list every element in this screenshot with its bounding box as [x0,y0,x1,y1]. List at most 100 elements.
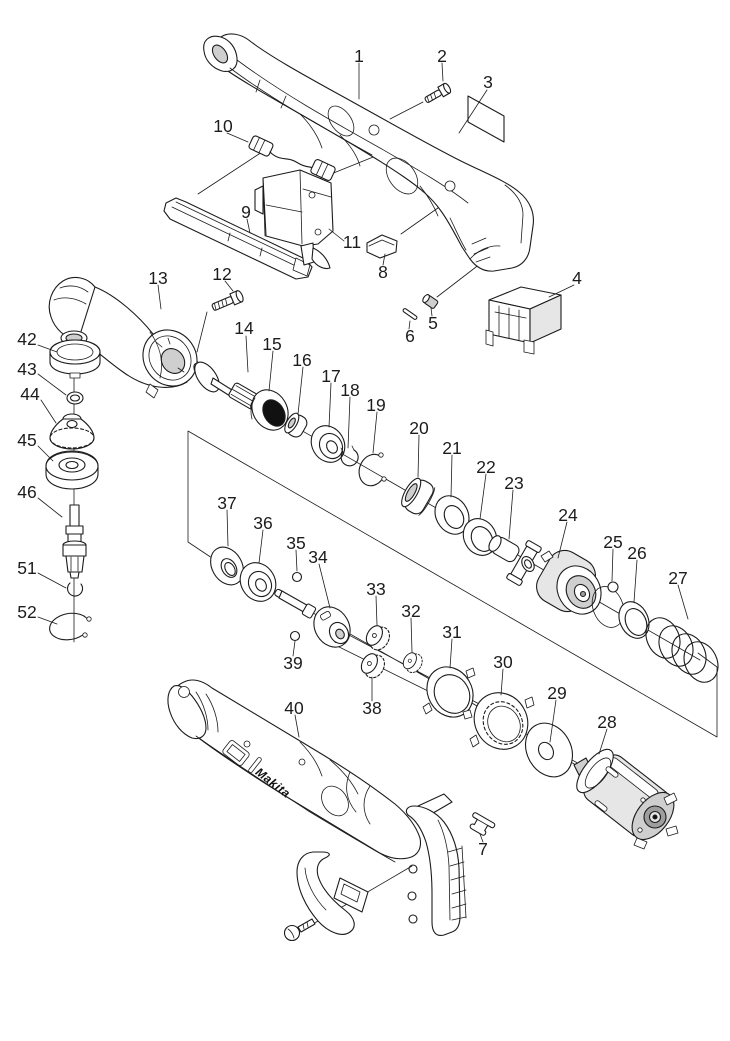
part-27-compression-spring [645,617,719,683]
part-label-34: 34 [308,547,328,567]
part-3-name-plate [467,95,505,143]
part-34-spindle-carrier [274,588,351,648]
part-label-7: 7 [478,839,488,859]
part-40-lower-housing: Makita [167,679,467,936]
part-label-11: 11 [343,232,361,252]
part-14-bevel-gear-shaft [193,361,261,410]
part-label-19: 19 [366,395,385,415]
part-5-pin-holder [422,294,439,309]
part-45-ball-bearing [45,450,99,490]
part-label-52: 52 [17,602,36,622]
part-label-1: 1 [354,46,364,66]
part-15-ring [250,389,289,431]
part-30-internal-gear [469,692,535,750]
assembly-bracket-lines [187,430,718,738]
part-label-13: 13 [148,268,167,288]
part-6-pin [402,308,418,320]
part-16-sleeve [284,412,308,438]
part-label-31: 31 [442,622,461,642]
part-46-spindle [62,504,87,579]
part-label-38: 38 [362,698,381,718]
part-35-steel-ball [291,571,303,583]
part-23-cam [488,535,542,586]
part-label-28: 28 [597,712,616,732]
part-label-29: 29 [547,683,566,703]
part-label-26: 26 [627,543,646,563]
part-25-steel-ball [591,581,625,628]
part-label-44: 44 [20,384,40,404]
part-label-25: 25 [603,532,622,552]
part-label-27: 27 [668,568,687,588]
part-51-c-ring [66,582,84,597]
part-33-planet-gear [365,625,390,651]
part-label-24: 24 [558,505,578,525]
part-12-bolt [211,290,244,311]
part-29-insulation-washer [524,722,574,778]
part-label-40: 40 [284,698,304,718]
part-9-slide-bar [163,197,313,280]
part-label-42: 42 [17,329,36,349]
part-32-planet-gear [402,652,423,673]
part-11-switch [254,169,334,270]
belt-hook [296,851,369,935]
part-8-button [366,234,398,259]
part-37-flat-washer [210,546,244,586]
part-2-screw [424,82,452,103]
part-label-15: 15 [262,334,281,354]
part-38-planet-gear [360,653,385,679]
part-label-10: 10 [213,116,233,136]
part-31-ring-gear [422,666,476,720]
part-26-ring [618,601,650,639]
part-label-21: 21 [442,438,461,458]
part-label-30: 30 [493,652,513,672]
part-43-o-ring [66,391,84,405]
part-4-terminal-block [485,286,562,355]
part-24-clutch-housing [536,549,602,615]
part-1-upper-housing [203,33,534,272]
part-label-17: 17 [321,366,340,386]
part-label-46: 46 [17,482,36,502]
part-label-51: 51 [17,558,36,578]
part-13-angle-head-housing [48,276,198,399]
part-label-8: 8 [378,262,388,282]
part-label-5: 5 [428,313,438,333]
part-18-c-washer [340,445,359,467]
part-label-22: 22 [476,457,495,477]
part-label-43: 43 [17,359,36,379]
leader-lines [37,62,689,843]
part-label-23: 23 [504,473,523,493]
part-label-14: 14 [234,318,254,338]
part-36-ball-bearing [239,562,277,602]
part-label-18: 18 [340,380,359,400]
hook-screw [283,918,316,942]
part-label-35: 35 [286,533,305,553]
part-label-45: 45 [17,430,36,450]
part-label-20: 20 [409,418,429,438]
part-44-bevel-gear [49,413,95,450]
part-21-washer [434,495,470,535]
part-label-33: 33 [366,579,385,599]
part-label-12: 12 [212,264,231,284]
part-label-32: 32 [401,601,420,621]
part-label-6: 6 [405,326,415,346]
part-7-clip [469,812,496,836]
part-label-4: 4 [572,268,582,288]
part-17-ball-bearing [310,425,346,463]
part-label-37: 37 [217,493,236,513]
part-19-retaining-ring [358,452,387,487]
part-label-39: 39 [283,653,302,673]
part-39-steel-ball [289,630,301,642]
part-label-36: 36 [253,513,272,533]
part-22-washer [462,518,498,556]
part-label-16: 16 [292,350,311,370]
part-10-lead-wire-connector [248,135,336,182]
part-label-9: 9 [241,202,251,222]
part-28-motor [573,748,679,850]
part-20-collar [401,477,436,516]
part-label-3: 3 [483,72,493,92]
part-42-bearing-retainer [49,339,101,379]
part-label-2: 2 [437,46,447,66]
